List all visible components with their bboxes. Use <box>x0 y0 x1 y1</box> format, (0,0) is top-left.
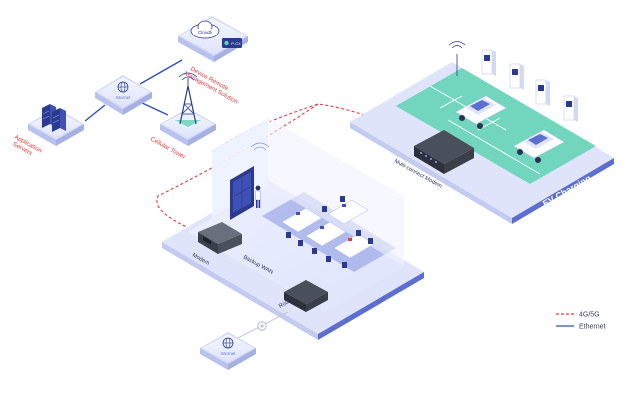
app-servers-label: Application Servers <box>10 134 45 162</box>
enterprise-zone: Modem Backup WAN Router Enterprise <box>162 118 424 340</box>
ev-charger-1 <box>481 49 496 76</box>
internet-node-bottom: Internet <box>200 311 289 370</box>
ev-charging-zone: Multi-connect Modem EV Charging <box>350 41 614 224</box>
enterprise-wall-right <box>268 118 404 266</box>
desk-monitors <box>296 204 352 241</box>
server-rack-icon <box>42 104 66 132</box>
subbrand-badge: P-CX <box>222 38 242 48</box>
link-servers-internet <box>84 104 106 122</box>
link-tower-enterprise <box>156 103 319 233</box>
ev-charger-3 <box>535 79 550 106</box>
cloud-sub-brand: P-CX <box>231 41 241 46</box>
wifi-icon <box>250 142 270 151</box>
multi-connect-modem-device <box>414 130 474 174</box>
legend: 4G/5G Ethernet <box>556 312 606 331</box>
ev-charger-4 <box>563 95 578 122</box>
application-servers-node: Application Servers <box>10 104 84 162</box>
link-internet-cloud <box>139 59 183 85</box>
globe-icon <box>222 337 234 349</box>
leaf-icon <box>224 40 229 46</box>
device-management-label: Device Remote Management Solution <box>183 64 243 106</box>
server-cabinet <box>230 166 254 220</box>
cloud-icon <box>190 20 220 39</box>
electric-car-2 <box>513 129 565 163</box>
link-internet-tower <box>139 101 169 116</box>
ev-charger-2 <box>509 63 524 90</box>
cellular-tower-node: Cellular Tower <box>149 72 216 161</box>
cloud-management-node: Cloudli P-CX Device Remote Management So… <box>178 16 248 106</box>
cloud-brand: Cloudli <box>198 30 212 35</box>
internet-bottom-label: Internet <box>221 351 237 356</box>
internet-node-top: Internet <box>95 75 152 115</box>
legend-label-cellular: 4G/5G <box>579 312 600 319</box>
office-chairs <box>286 196 373 268</box>
electric-car-1 <box>455 95 507 129</box>
wifi-antenna-icon <box>448 41 466 76</box>
person-figure <box>255 185 261 208</box>
modem-device <box>198 222 242 254</box>
tower-icon <box>178 72 198 125</box>
globe-icon <box>117 81 129 93</box>
plus-connector-icon <box>257 321 267 331</box>
internet-top-label: Internet <box>116 95 132 100</box>
router-device <box>284 280 328 312</box>
legend-label-ethernet: Ethernet <box>579 324 606 331</box>
